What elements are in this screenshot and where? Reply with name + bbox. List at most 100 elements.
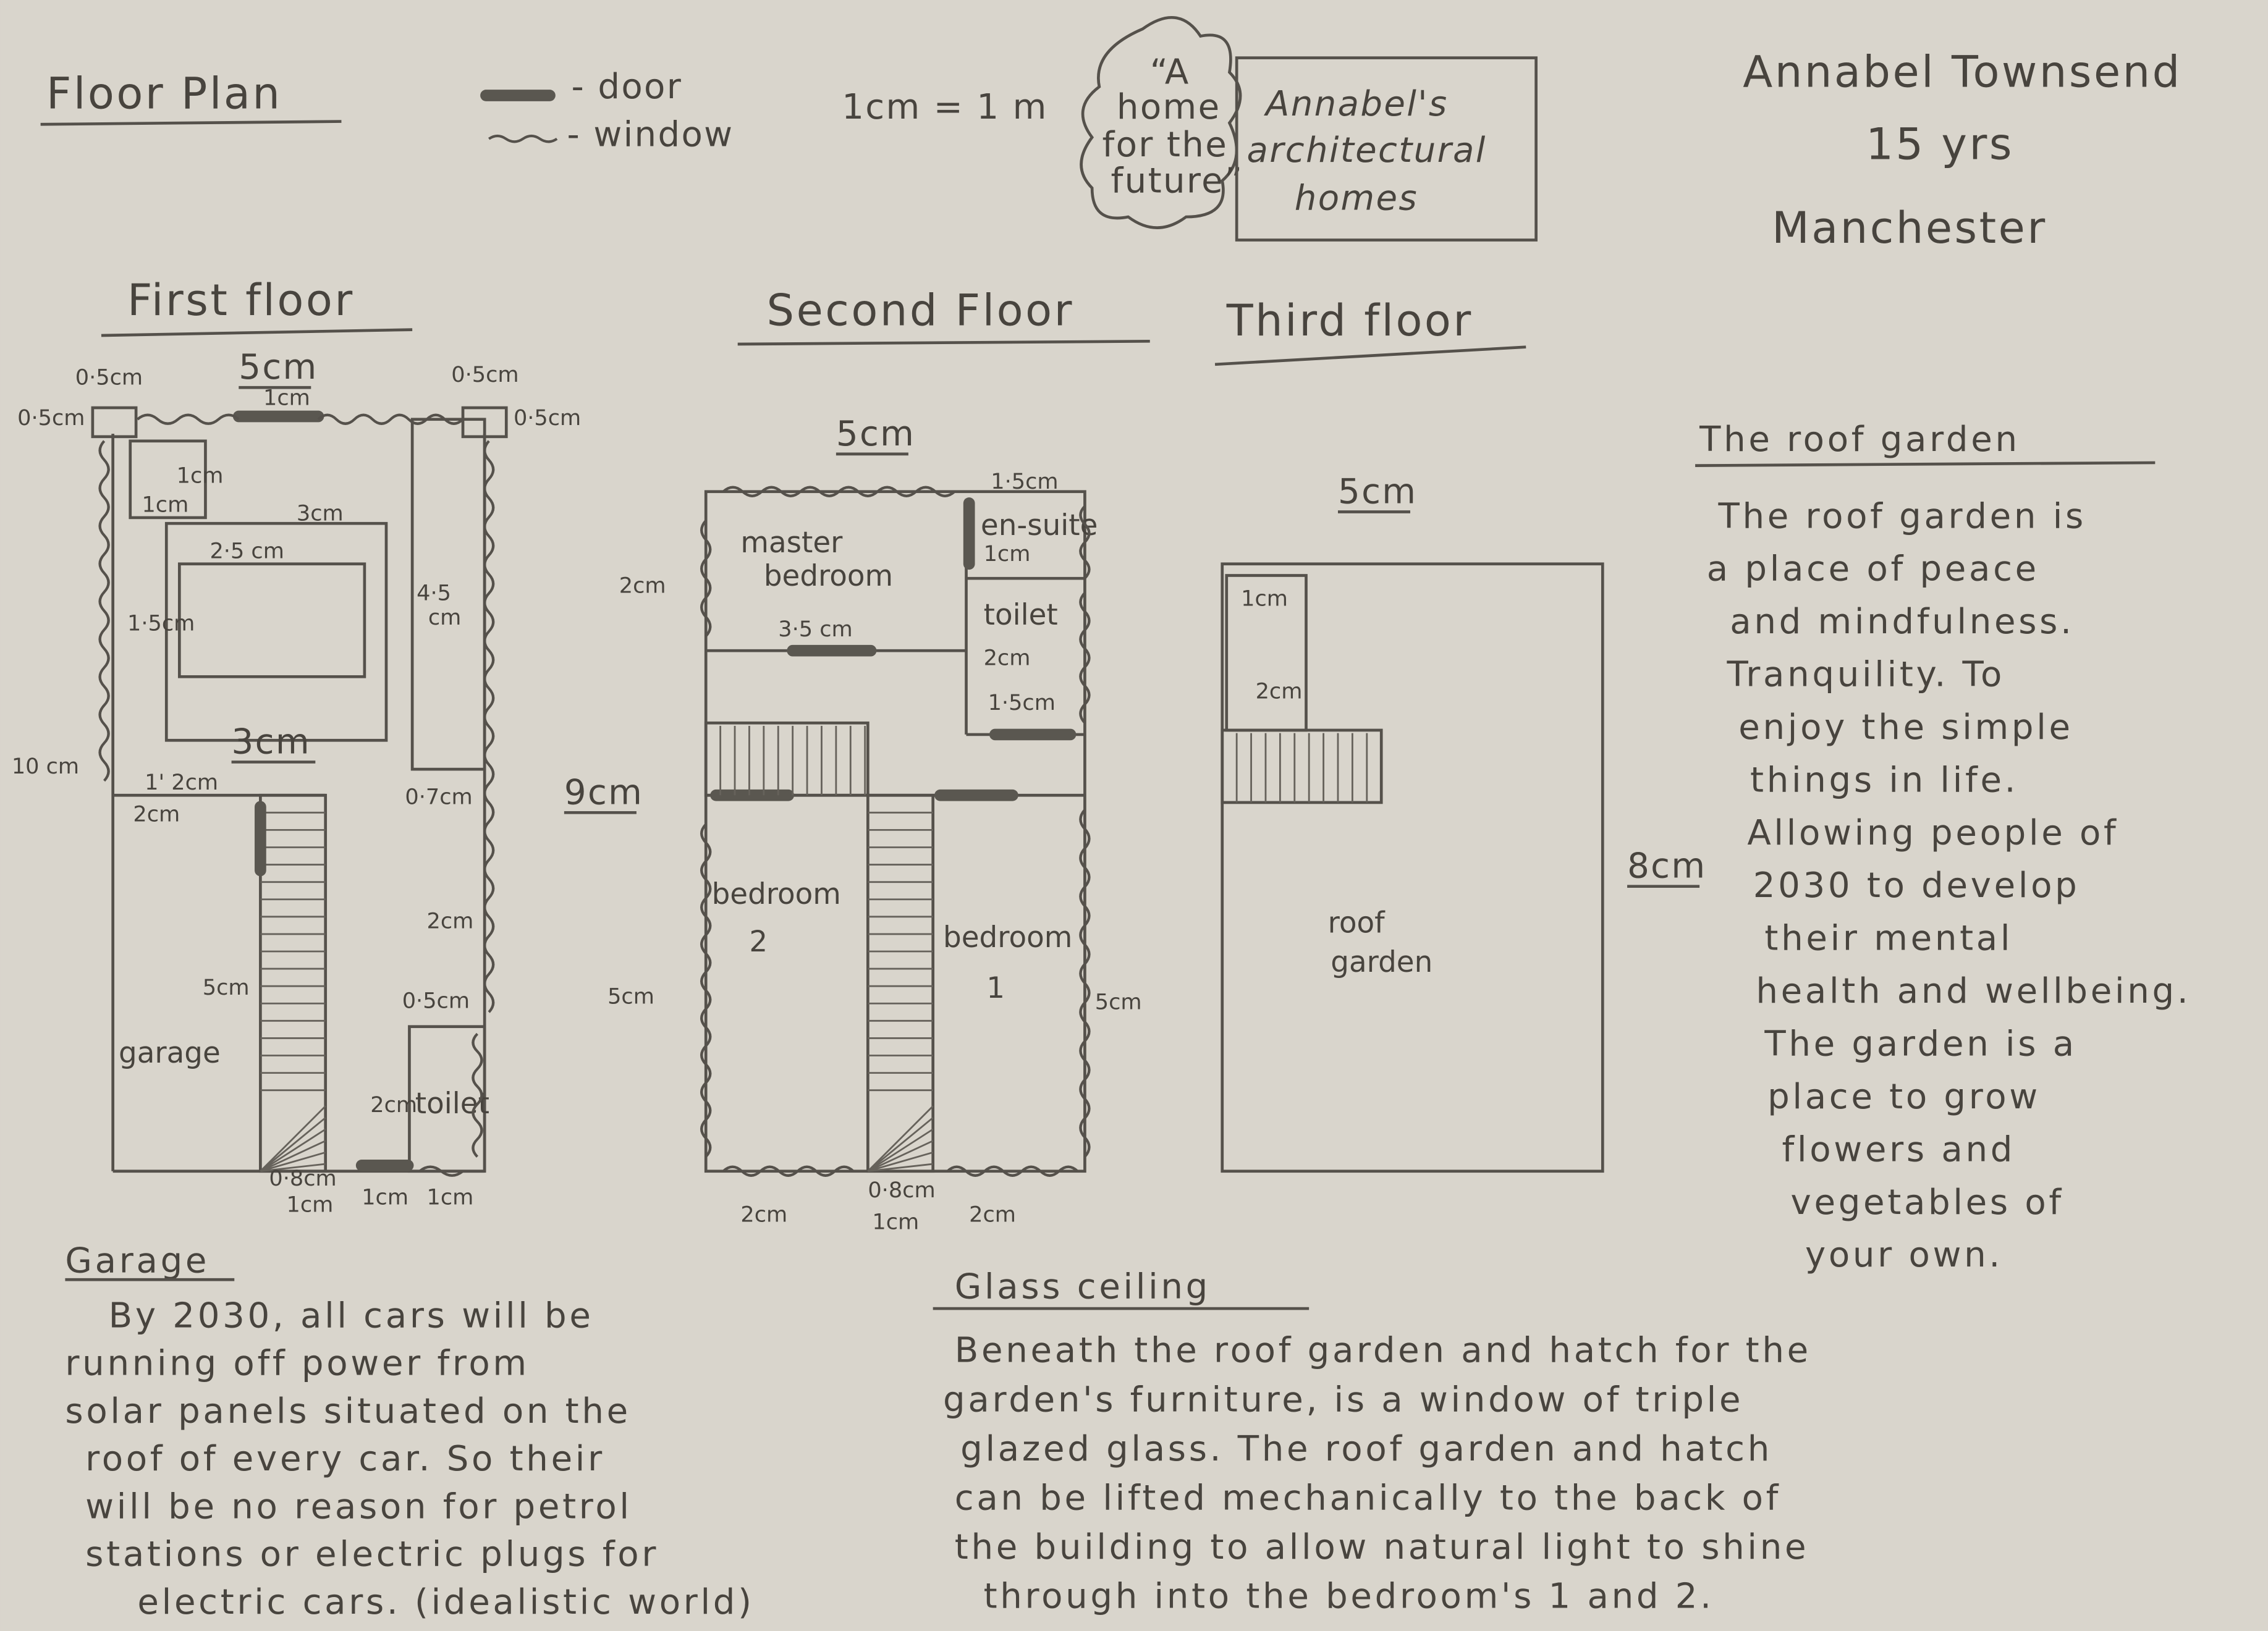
paragraph-line: flowers and [1782,1129,2016,1170]
paragraph-line: The roof garden is [1718,496,2086,536]
dimension-label: 2cm [740,1202,787,1228]
window [418,1165,464,1177]
room-label-garden: garden [1331,946,1432,979]
window [483,440,495,1013]
dimension-label: 1cm [872,1209,919,1234]
staircase-steps [260,811,326,1173]
dimension-label: 0·7cm [405,784,472,809]
roof-garden-note: The roof garden The roof garden is a plac… [1695,419,2188,1275]
legend-window-symbol [488,134,558,143]
toilet-room [408,1025,486,1173]
garage-heading: Garage [65,1241,209,1281]
room-label-master-bedroom: bedroom [764,560,893,593]
dimension-label: 5cm [1338,471,1417,512]
window [700,520,712,638]
dimension-label: 2cm [619,573,666,599]
room-label-garage: garage [119,1037,221,1070]
paragraph-line: a place of peace [1707,549,2039,589]
dimension-label: 2·5 cm [209,538,284,563]
paragraph-line: electric cars. (idealistic world) [137,1582,754,1622]
dimension-label: 1cm [142,492,188,518]
paragraph-line: 2030 to develop [1753,866,2080,906]
glass-ceiling-note: Glass ceiling Beneath the roof garden an… [933,1267,1809,1617]
paragraph-line: the building to allow natural light to s… [955,1527,1809,1567]
slogan-line-3: for the [1102,125,1229,165]
paragraph-line: running off power from [65,1344,529,1384]
window [98,440,110,782]
room-label-roof: roof [1328,907,1386,940]
dimension-label: 2cm [969,1202,1016,1228]
pillar-box [129,439,207,520]
dimension-label: 2cm [1256,678,1303,704]
paragraph-line: enjoy the simple [1738,707,2073,748]
dimension-label: 5cm [607,984,654,1009]
paragraph-line: roof of every car. So their [85,1439,605,1479]
legend-window-label: - window [567,114,734,154]
railing [1221,728,1383,804]
legend-door-label: - door [572,67,683,107]
dimension-label: 1cm [287,1192,334,1217]
staircase [259,793,328,1173]
third-floor-underline [1214,345,1526,366]
staircase-steps [867,811,934,1173]
dimension-label: 0·8cm [269,1166,336,1191]
paragraph-line: stations or electric plugs for [85,1535,659,1575]
room-label-bedroom-2: bedroom [712,878,841,911]
dimension-label: 8cm [1627,846,1706,887]
second-floor-underline [737,340,1150,346]
dimension-label: 0·8cm [868,1178,935,1203]
paragraph-line: your own. [1805,1235,2003,1275]
paragraph-line: can be lifted mechanically to the back o… [955,1478,1781,1518]
room-label-bedroom-1: bedroom [943,921,1072,955]
slogan-cloud [1080,16,1242,229]
first-floor-underline [101,328,413,337]
dimension-label: 0·5cm [75,365,143,390]
paragraph-line: Allowing people of [1747,813,2118,853]
author-location: Manchester [1772,203,2047,253]
paragraph-line: The garden is a [1764,1024,2076,1064]
dimension-label: 1cm [177,463,224,489]
atrium-outer [164,521,388,742]
paragraph-line: things in life. [1750,760,2018,800]
dimension-label: 3cm [297,501,344,526]
dimension-label: 2cm [370,1092,417,1118]
room-label-en-suite: en-suite [981,509,1098,542]
dimension-label: 1·5cm [127,610,195,636]
slogan-line-1: “A [1150,53,1190,93]
window [700,823,712,1158]
dimension-label: 0·5cm [17,405,85,431]
dimension-label: 1·5cm [988,690,1056,715]
paragraph-line: through into the bedroom's 1 and 2. [984,1577,1714,1617]
window [1079,505,1091,579]
window [1079,809,1091,1158]
dimension-label: 4·5 [417,580,451,605]
scale-label: 1cm = 1 m [842,87,1047,127]
paragraph-line: and mindfulness. [1730,602,2074,642]
windows [98,413,1091,1177]
window [472,1032,483,1158]
company-name-line-3: homes [1295,178,1418,218]
company-name-line-2: architectural [1247,130,1487,171]
room-label-bedroom-1-number: 1 [986,972,1005,1005]
roof-garden-heading: The roof garden [1699,419,2020,460]
author-age: 15 yrs [1866,119,2014,169]
company-name-line-1: Annabel's [1264,84,1449,124]
room-label-bedroom-2-number: 2 [749,925,768,959]
first-floor-title: First floor [127,275,355,326]
dimension-label: cm [428,605,461,630]
paragraph-line: solar panels situated on the [65,1391,630,1431]
dimension-label: 2cm [133,801,180,827]
paragraph-line: glazed glass. The roof garden and hatch [960,1429,1772,1469]
staircase [866,793,935,1173]
glass-ceiling-heading: Glass ceiling [955,1267,1211,1307]
dimension-label: 1cm [427,1185,474,1210]
dimension-label: 2cm [427,909,474,934]
window [722,486,956,497]
dimension-label: 2cm [984,646,1031,671]
side-panel [410,418,486,771]
paragraph-line: garden's furniture, is a window of tripl… [943,1380,1743,1420]
third-floor-title: Third floor [1226,295,1473,346]
window [722,1165,855,1177]
